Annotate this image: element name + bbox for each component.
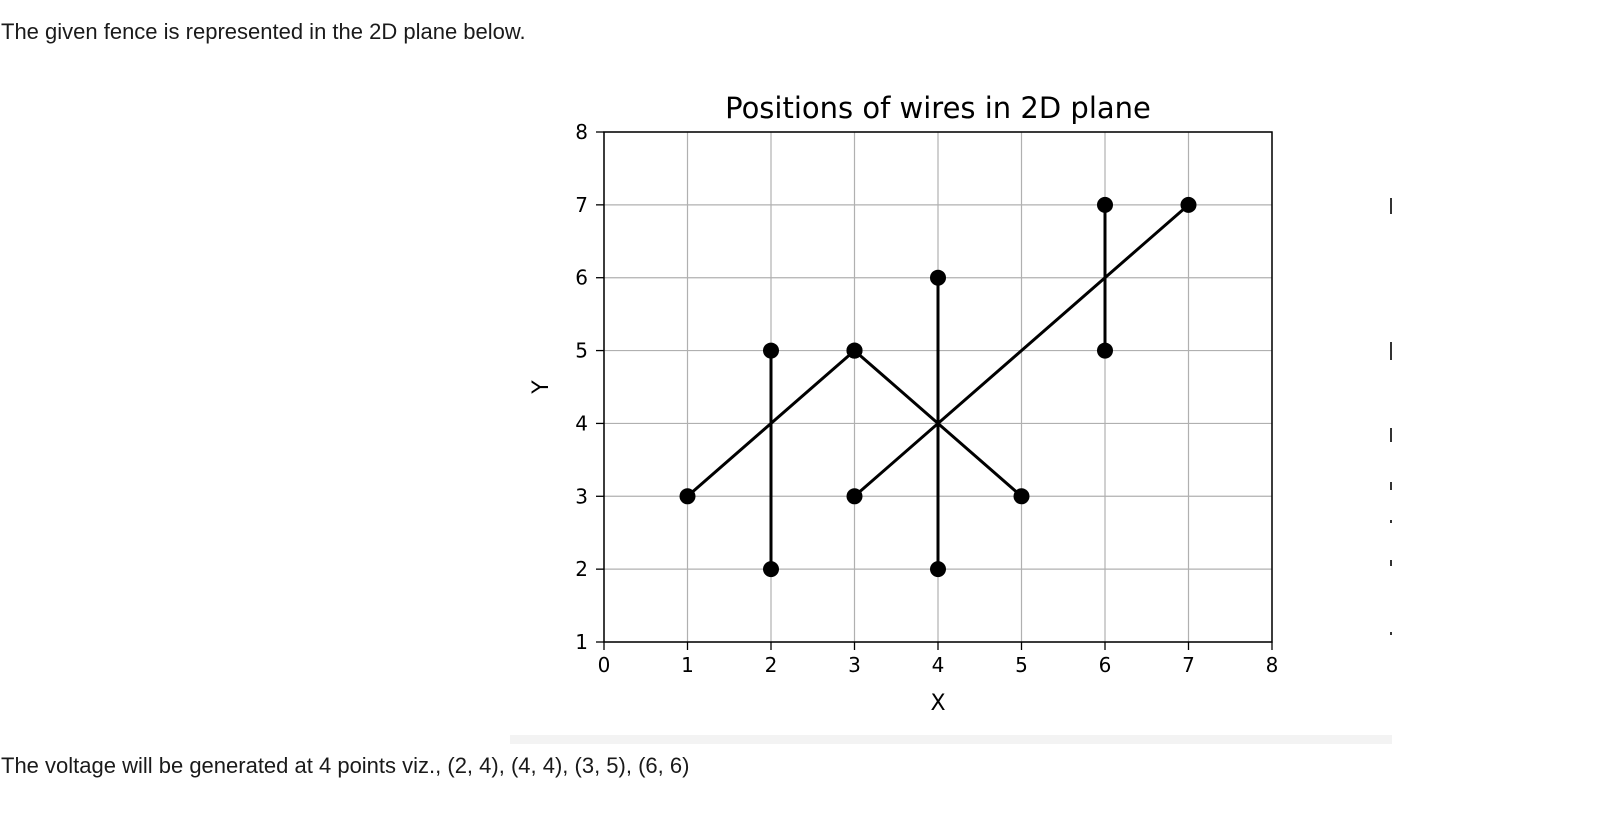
wire-endpoint xyxy=(1097,196,1113,213)
x-tick-label: 7 xyxy=(1182,653,1195,677)
wire-endpoint xyxy=(1180,196,1197,213)
y-tick-label: 5 xyxy=(575,339,588,363)
wire-endpoint xyxy=(763,342,779,359)
outro-text: The voltage will be generated at 4 point… xyxy=(1,753,690,778)
wire-line xyxy=(853,203,1190,498)
edge-mark xyxy=(1390,482,1392,490)
y-tick-label: 1 xyxy=(575,630,588,654)
wire-lines xyxy=(686,203,1190,571)
y-tick-label: 3 xyxy=(575,484,588,508)
wire-endpoint xyxy=(930,561,946,578)
wire-endpoint xyxy=(679,488,696,505)
wire-endpoint xyxy=(763,561,779,578)
wire-endpoint xyxy=(930,269,946,286)
wire-endpoints xyxy=(679,196,1197,578)
wire-endpoint xyxy=(846,342,863,359)
edge-mark xyxy=(1390,560,1392,566)
right-edge-marks xyxy=(1386,170,1398,670)
x-tick-label: 1 xyxy=(681,653,694,677)
x-tick-label: 3 xyxy=(848,653,861,677)
wire-endpoint xyxy=(1097,342,1113,359)
x-tick-label: 4 xyxy=(932,653,945,677)
x-axis-label: X xyxy=(930,691,945,716)
edge-mark xyxy=(1390,520,1392,523)
wire-endpoint xyxy=(846,488,863,505)
y-tick-label: 4 xyxy=(575,411,588,435)
x-tick-label: 2 xyxy=(765,653,778,677)
x-tick-label: 0 xyxy=(598,653,611,677)
y-tick-label: 2 xyxy=(575,557,588,581)
y-tick-label: 6 xyxy=(575,266,588,290)
wire-endpoint xyxy=(1013,488,1030,505)
x-tick-label: 8 xyxy=(1266,653,1279,677)
chart-title: Positions of wires in 2D plane xyxy=(725,91,1151,125)
edge-mark xyxy=(1390,428,1392,442)
edge-mark xyxy=(1390,198,1392,214)
x-tick-label: 6 xyxy=(1099,653,1112,677)
y-tick-label: 8 xyxy=(575,120,588,144)
figure-bottom-strip xyxy=(510,735,1392,744)
intro-text: The given fence is represented in the 2D… xyxy=(1,19,526,44)
edge-mark xyxy=(1390,342,1392,360)
x-tick-label: 5 xyxy=(1015,653,1028,677)
y-axis-label: Y xyxy=(529,380,554,395)
y-axis-ticks: 1 2 3 4 5 6 7 8 xyxy=(575,120,604,654)
edge-mark xyxy=(1390,632,1392,635)
x-axis-ticks: 0 1 2 3 4 5 6 7 8 xyxy=(598,642,1279,677)
y-tick-label: 7 xyxy=(575,193,588,217)
